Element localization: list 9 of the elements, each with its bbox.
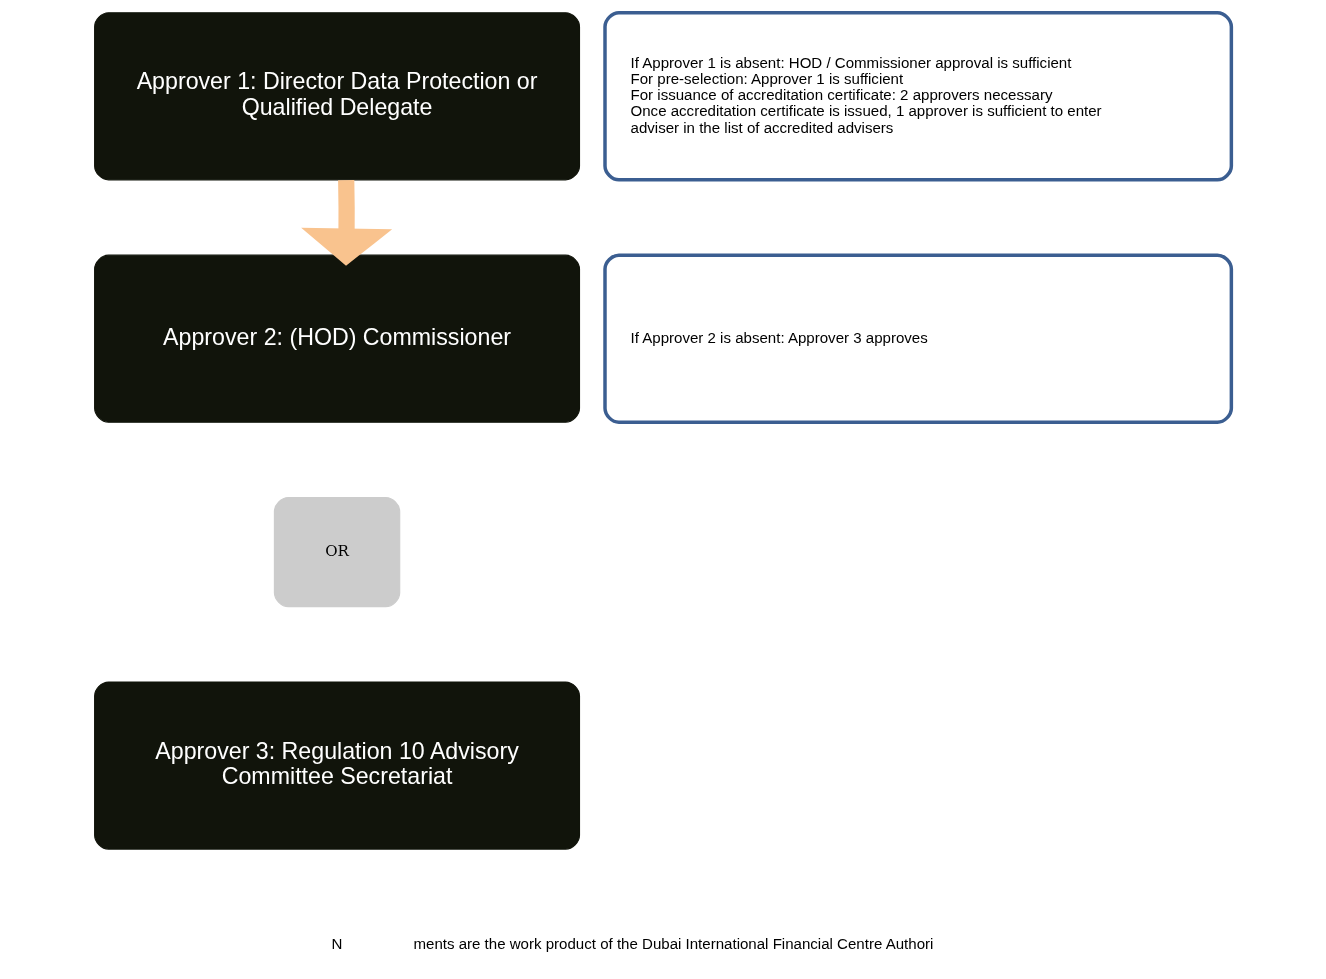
label: ments are the work product of the Dubai International Financial Centre Authori — [413, 935, 934, 953]
node-box: If Approver 2 is absent: Approver 3 approves — [603, 253, 1234, 424]
node-box: Approver 3: Regulation 10 Advisory Committee Secretariat — [94, 681, 581, 850]
arrow — [301, 179, 393, 266]
node-box: OR — [273, 497, 401, 608]
label: N — [331, 935, 343, 953]
node-box: If Approver 1 is absent: HOD / Commissioner approval is sufficient For pre-selection: Approver 1 is sufficient For issuance of accreditation certificate: 2 approvers necessary Once accreditation certificate is issued, 1 approver is sufficient to enter adviser in the list of accredited advisers — [603, 11, 1234, 182]
node-box: Approver 2: (HOD) Commissioner — [94, 254, 581, 423]
node-box: Approver 1: Director Data Protection or Qualified Delegate — [94, 12, 581, 181]
